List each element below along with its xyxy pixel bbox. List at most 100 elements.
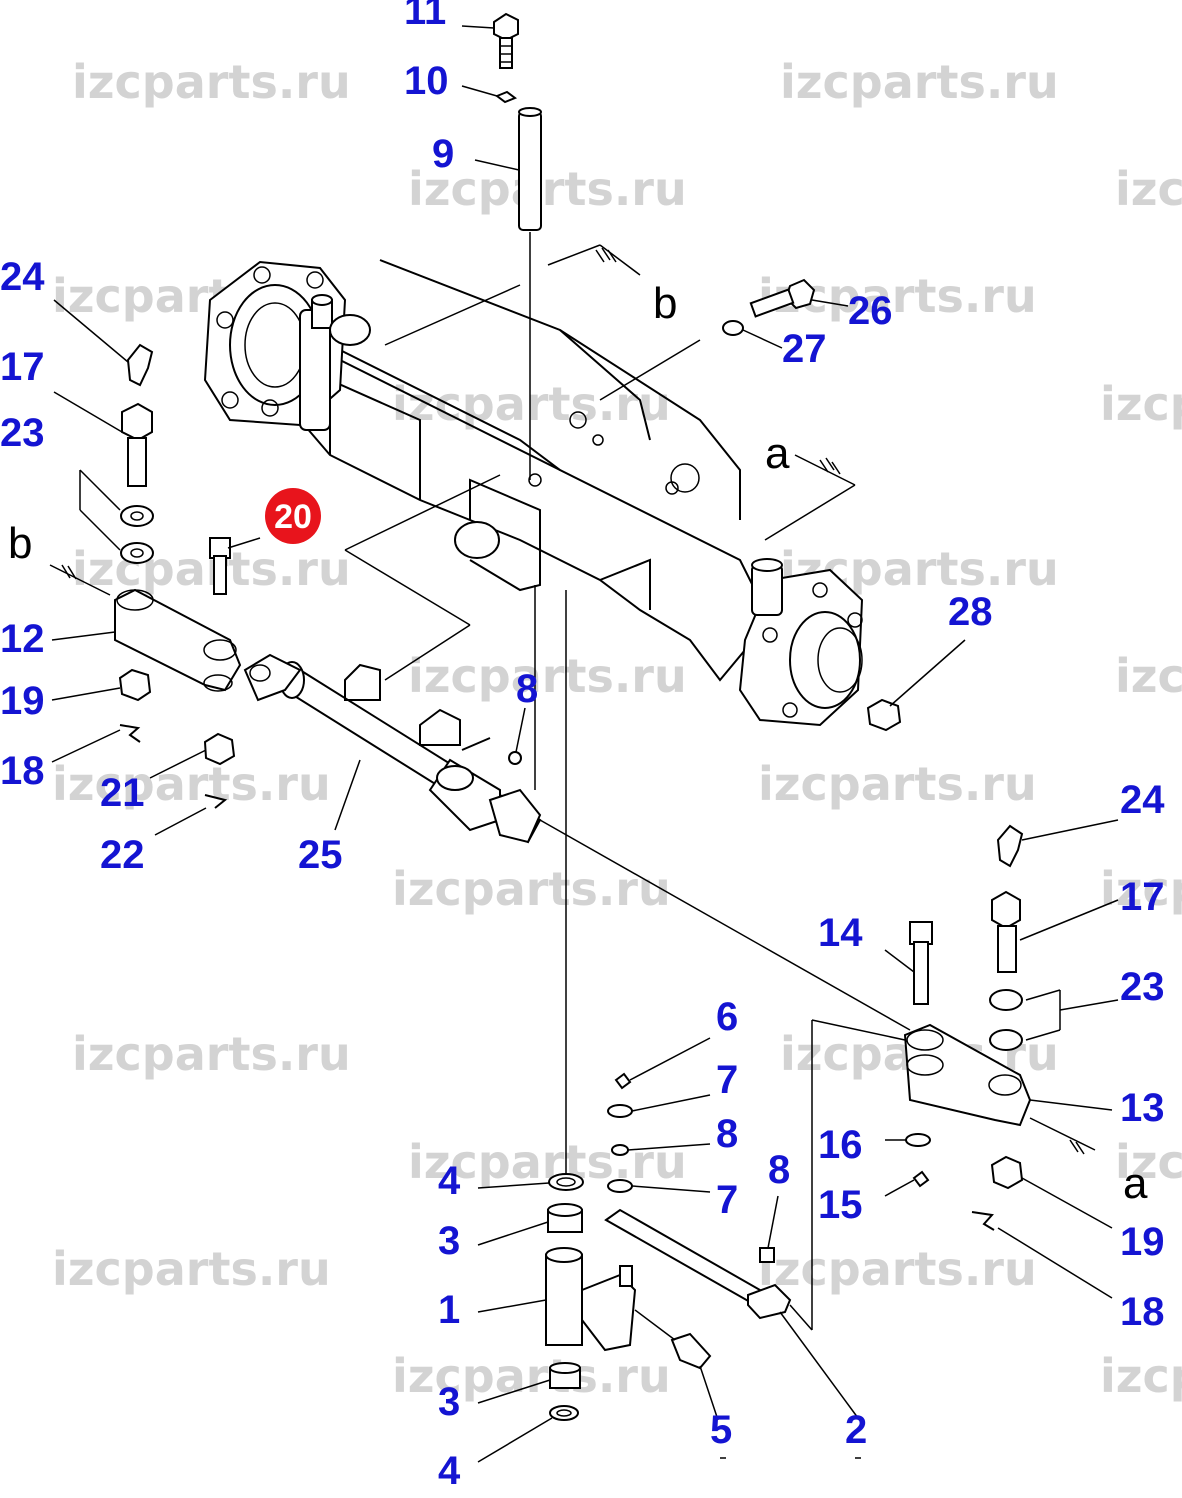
watermark: izcparts.ru	[1100, 377, 1182, 431]
part-label[interactable]: 24	[0, 255, 45, 299]
part-label[interactable]: 19	[0, 679, 45, 723]
part-label[interactable]: 22	[100, 833, 145, 877]
mount-hole	[528, 473, 542, 487]
part-label[interactable]: 18	[1120, 1290, 1165, 1334]
bolt-part-14	[909, 921, 933, 1005]
watermark: izcparts.ru	[392, 1349, 671, 1403]
section-letters: b a b a	[8, 279, 1148, 1208]
watermark: izcparts.ru	[52, 1242, 331, 1296]
highlighted-part-callout[interactable]: 20	[265, 488, 321, 544]
watermark: izcparts.ru	[1115, 1135, 1182, 1189]
part-label[interactable]: 24	[1120, 778, 1165, 822]
washer-part-10	[494, 90, 518, 104]
part-label[interactable]: 13	[1120, 1086, 1165, 1130]
washer-part-7-top	[607, 1104, 633, 1118]
center-boss	[454, 521, 500, 559]
part-label[interactable]: 4	[438, 1159, 461, 1203]
part-label[interactable]: 8	[716, 1112, 738, 1156]
part-label[interactable]: 1	[438, 1288, 460, 1332]
pin-part-18-right	[971, 1211, 995, 1231]
watermark: izcparts.ru	[408, 1135, 687, 1189]
watermark: izcparts.ru	[1100, 862, 1182, 916]
washer-part-16	[905, 1133, 931, 1147]
axle-assembly-drawing	[49, 12, 1119, 1463]
part-label[interactable]: 6	[716, 995, 738, 1039]
bolt-part-17-right	[991, 890, 1021, 973]
section-letter-b: b	[653, 279, 677, 328]
pin-part-9	[518, 111, 542, 231]
part-label[interactable]: 28	[948, 590, 993, 634]
section-letter-a: a	[1123, 1159, 1148, 1208]
part-label[interactable]: 23	[0, 411, 45, 455]
highlight-circle	[265, 488, 321, 544]
watermark: izcparts.ru	[52, 757, 331, 811]
part-label[interactable]: 14	[818, 911, 863, 955]
part-label[interactable]: 10	[404, 59, 449, 103]
watermark: izcparts.ru	[72, 55, 351, 109]
nut-part-28	[866, 698, 902, 732]
watermark: izcparts.ru	[392, 377, 671, 431]
part-label[interactable]: 9	[432, 132, 454, 176]
part-label[interactable]: 3	[438, 1219, 460, 1263]
part-label[interactable]: 21	[100, 771, 145, 815]
washers-part-23-right	[989, 989, 1023, 1051]
part-label[interactable]: 25	[298, 833, 343, 877]
part-label[interactable]: 19	[1120, 1220, 1165, 1264]
bushing-part-4-bottom	[549, 1405, 579, 1421]
washer-part-7-bottom	[607, 1179, 633, 1193]
pin-part-22	[204, 794, 228, 809]
bolt-part-20	[209, 537, 231, 595]
axle-housing-outline	[299, 328, 762, 682]
mount-hole	[592, 434, 604, 446]
section-letter-b: b	[8, 519, 32, 568]
arm-part-2	[604, 1208, 792, 1320]
section-letter-a: a	[765, 429, 790, 478]
part-label[interactable]: 7	[716, 1178, 738, 1222]
washers-part-23-left	[120, 505, 154, 564]
pin-top	[518, 107, 542, 117]
part-label[interactable]: 7	[716, 1058, 738, 1102]
watermark: izcparts.ru	[408, 649, 687, 703]
part-label[interactable]: 5	[710, 1408, 732, 1452]
watermarks: izcparts.ru izcparts.ru izcparts.ru izcp…	[52, 55, 1182, 1403]
part-label[interactable]: 15	[818, 1183, 863, 1227]
right-wheel-hub	[738, 558, 864, 727]
watermark: izcparts.ru	[1115, 649, 1182, 703]
watermark: izcparts.ru	[72, 1027, 351, 1081]
part-label[interactable]: 8	[768, 1148, 790, 1192]
grease-nipple-part-24-left	[126, 343, 154, 387]
bushing-part-4-top	[548, 1173, 584, 1191]
nut-part-6	[614, 1072, 632, 1090]
watermark: izcparts.ru	[392, 862, 671, 916]
nut-part-21	[203, 732, 236, 766]
part-label[interactable]: 17	[1120, 875, 1165, 919]
axle-top-edge	[559, 329, 651, 441]
part-label[interactable]: 27	[782, 327, 827, 371]
part-label[interactable]: 17	[0, 345, 45, 389]
nut-part-19-left	[118, 668, 152, 702]
steering-cylinder-part-25	[243, 653, 542, 844]
part-label[interactable]: 4	[438, 1449, 461, 1493]
part-label[interactable]: 26	[848, 289, 893, 333]
shaft-part-1	[545, 1247, 637, 1352]
bolt-part-17-left	[121, 402, 153, 487]
part-label[interactable]: 12	[0, 617, 45, 661]
axle-top-edge	[379, 259, 741, 520]
part-label[interactable]: 8	[516, 667, 538, 711]
part-label[interactable]: 23	[1120, 965, 1165, 1009]
watermark: izcparts.ru	[758, 757, 1037, 811]
part-label[interactable]: 3	[438, 1380, 460, 1424]
mount-hole	[670, 463, 700, 493]
part-label[interactable]: 2	[845, 1408, 867, 1452]
center-bracket	[469, 478, 541, 592]
part-label[interactable]: 11	[404, 0, 446, 33]
bolt-part-26	[749, 278, 816, 318]
grease-nipple-part-24-right	[996, 824, 1024, 868]
part-label[interactable]: 16	[818, 1123, 863, 1167]
part-label[interactable]: 18	[0, 749, 45, 793]
left-wheel-hub	[203, 260, 371, 431]
nut-part-19-right	[990, 1155, 1024, 1190]
